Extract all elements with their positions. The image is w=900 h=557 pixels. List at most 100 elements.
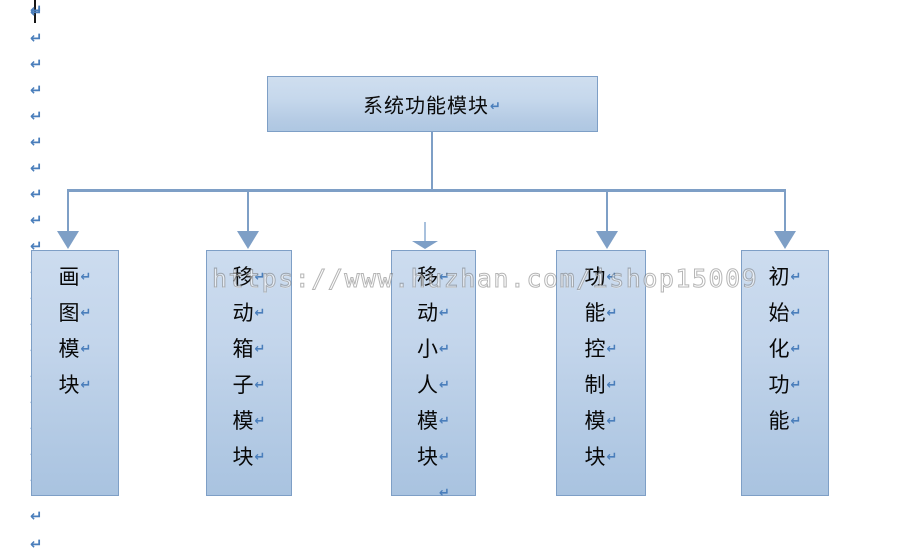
paragraph-mark: ↵ [790,342,802,357]
diagram-node-leaf-5[interactable]: 初↵始↵化↵功↵能↵ [741,250,829,496]
paragraph-mark: ↵ [439,414,450,429]
leaf-char: 模↵ [585,403,618,439]
leaf-char: 功↵ [585,259,618,295]
leaf-char: 化↵ [769,331,802,367]
leaf-char: 模↵ [233,403,266,439]
paragraph-mark: ↵ [439,378,450,393]
leaf-char: 能↵ [585,295,618,331]
paragraph-mark: ↵ [30,185,43,203]
leaf-2-chars: 移↵动↵箱↵子↵模↵块↵ [207,259,291,475]
leaf-char-glyph: 块 [417,445,439,469]
leaf-char: 功↵ [769,367,802,403]
leaf-char-glyph: 动 [417,301,439,325]
leaf-char-glyph: 块 [232,445,254,469]
leaf-char: 块↵ [59,367,92,403]
paragraph-mark: ↵ [254,306,266,321]
leaf-char-glyph: 移 [232,265,254,289]
paragraph-mark: ↵ [254,414,266,429]
leaf-char-glyph: 始 [768,301,790,325]
diagram-node-leaf-1[interactable]: 画↵图↵模↵块↵ [31,250,119,496]
leaf-char: 控↵ [585,331,618,367]
leaf-char: 制↵ [585,367,618,403]
leaf-char: 图↵ [59,295,92,331]
leaf-5-chars: 初↵始↵化↵功↵能↵ [742,259,828,439]
leaf-char-glyph: 模 [58,337,80,361]
leaf-char: 块↵ [417,439,450,475]
paragraph-mark: ↵ [30,507,43,525]
diagram-node-leaf-2[interactable]: 移↵动↵箱↵子↵模↵块↵ [206,250,292,496]
root-label-text: 系统功能模块 [363,95,490,118]
leaf-char: 模↵ [417,403,450,439]
paragraph-mark: ↵ [30,107,43,125]
arrowhead-icon-2 [237,231,259,249]
arrowhead-icon-1 [57,231,79,249]
diagram-node-root[interactable]: 系统功能模块↵ [267,76,598,132]
leaf-char-glyph: 块 [58,373,80,397]
leaf-char: 初↵ [769,259,802,295]
paragraph-mark: ↵ [30,133,43,151]
arrowhead-icon-3 [412,241,438,249]
paragraph-mark: ↵ [606,270,618,285]
paragraph-mark: ↵ [80,306,92,321]
paragraph-mark: ↵ [606,414,618,429]
paragraph-mark: ↵ [254,270,266,285]
leaf-char-glyph: 控 [584,337,606,361]
paragraph-mark: ↵ [790,414,802,429]
leaf-char-glyph: 模 [584,409,606,433]
leaf-char: 人↵ [417,367,450,403]
paragraph-mark: ↵ [30,211,43,229]
paragraph-mark: ↵ [30,81,43,99]
paragraph-mark: ↵ [30,3,43,21]
arrowhead-icon-5 [774,231,796,249]
diagram-node-leaf-3[interactable]: 移↵动↵小↵人↵模↵块↵↵ [391,250,476,501]
leaf-char: 小↵ [417,331,450,367]
paragraph-mark: ↵ [439,450,450,465]
paragraph-mark: ↵ [30,29,43,47]
leaf-char: 子↵ [233,367,266,403]
leaf-char: 箱↵ [233,331,266,367]
paragraph-mark: ↵ [80,342,92,357]
diagram-node-leaf-4[interactable]: 功↵能↵控↵制↵模↵块↵ [556,250,646,496]
paragraph-mark: ↵ [606,450,618,465]
paragraph-mark: ↵ [80,378,92,393]
leaf-char-glyph: 动 [232,301,254,325]
leaf-char-glyph: 子 [232,373,254,397]
leaf-3-chars: 移↵动↵小↵人↵模↵块↵↵ [392,259,475,511]
leaf-char-glyph: 模 [417,409,439,433]
paragraph-mark: ↵ [30,55,43,73]
leaf-char: 移↵ [417,259,450,295]
leaf-char-glyph: 功 [768,373,790,397]
leaf-char: 画↵ [59,259,92,295]
paragraph-mark: ↵ [790,306,802,321]
leaf-char: 动↵ [233,295,266,331]
leaf-char-glyph: 小 [417,337,439,361]
leaf-char-glyph: 制 [584,373,606,397]
connector-drop-5 [784,190,786,232]
leaf-char-glyph: 画 [58,265,80,289]
leaf-char-glyph: 初 [768,265,790,289]
leaf-char-glyph: 化 [768,337,790,361]
leaf-char-glyph: 箱 [232,337,254,361]
arrowhead-icon-4 [596,231,618,249]
connector-root-stem [431,132,433,190]
leaf-char: 模↵ [59,331,92,367]
paragraph-mark: ↵ [30,1,43,19]
diagram-node-root-label: 系统功能模块↵ [268,90,597,119]
leaf-char: 移↵ [233,259,266,295]
leaf-char: 块↵ [585,439,618,475]
paragraph-mark: ↵ [790,378,802,393]
leaf-char-glyph: 能 [584,301,606,325]
leaf-char-glyph: 人 [417,373,439,397]
connector-drop-4 [606,190,608,232]
leaf-char-glyph: 移 [417,265,439,289]
leaf-1-chars: 画↵图↵模↵块↵ [32,259,118,403]
leaf-char-glyph: 模 [232,409,254,433]
leaf-4-chars: 功↵能↵控↵制↵模↵块↵ [557,259,645,475]
leaf-char: 能↵ [769,403,802,439]
paragraph-mark: ↵ [606,342,618,357]
paragraph-mark: ↵ [439,306,450,321]
leaf-char: 块↵ [233,439,266,475]
leaf-char-glyph: 功 [584,265,606,289]
leaf-char-glyph: 能 [768,409,790,433]
